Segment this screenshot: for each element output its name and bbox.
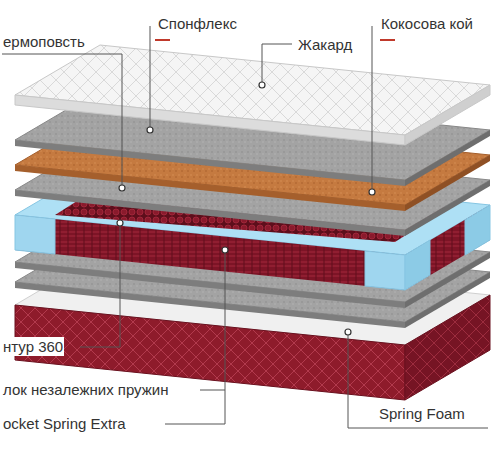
callout-label: нтур 360	[2, 337, 64, 356]
callout-label: Spring Foam	[378, 404, 466, 423]
callout-dot	[119, 185, 125, 191]
callout-label: Спонфлекс	[157, 14, 238, 33]
leader-line	[262, 44, 292, 85]
contour-foam	[405, 240, 430, 290]
callout-dot	[147, 127, 153, 133]
leader-line	[2, 54, 122, 188]
callout-dot	[345, 329, 351, 335]
callout-label: лок незалежних пружин	[2, 380, 169, 399]
leader-line	[372, 26, 373, 192]
callout-label: ермоповсть	[2, 32, 86, 51]
callout-label: ocket Spring Extra	[2, 414, 127, 433]
callout-dot	[117, 220, 123, 226]
leader-line	[165, 390, 225, 424]
leader-line	[348, 332, 488, 428]
contour-foam	[465, 205, 490, 255]
felt-layer	[15, 140, 405, 186]
leader-line	[150, 26, 151, 130]
accent-tick	[155, 39, 170, 41]
jacquard-layer	[405, 85, 490, 145]
leader-line	[200, 250, 225, 390]
accent-tick	[380, 39, 395, 41]
callout-label: Кокосова кой	[380, 14, 474, 33]
contour-foam	[15, 215, 55, 254]
callout-dot	[259, 82, 265, 88]
callout-dot	[222, 247, 228, 253]
contour-foam	[365, 251, 405, 290]
leader-line	[80, 223, 120, 347]
jacquard-layer	[15, 95, 405, 145]
callout-label: Жакард	[297, 35, 353, 54]
felt-layer	[405, 130, 490, 186]
callout-dot	[369, 189, 375, 195]
